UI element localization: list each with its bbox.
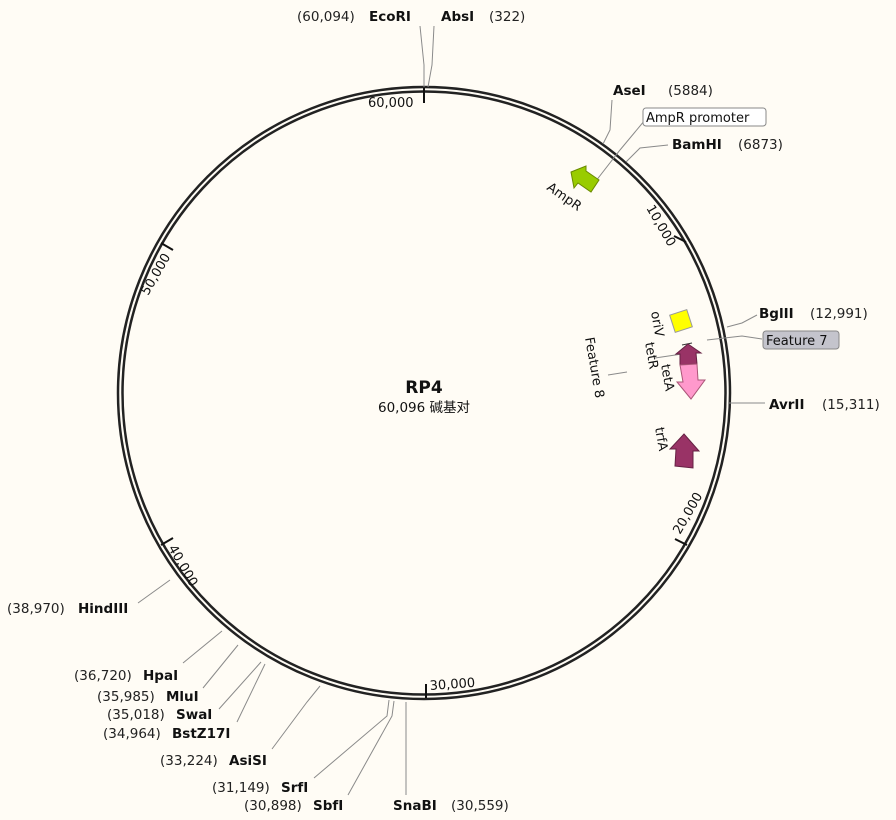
enzyme-name: AvrII	[769, 397, 804, 413]
feature-7[interactable]: Feature 7	[681, 330, 840, 350]
enzyme-name: SnaBI	[393, 798, 437, 814]
enzyme-leaders	[137, 25, 765, 796]
tick-40000	[160, 537, 174, 546]
enzyme-swai[interactable]: (35,018) SwaI	[107, 707, 212, 723]
feature-label: oriV	[647, 310, 666, 338]
feature-8[interactable]: Feature 8	[581, 336, 606, 399]
enzyme-absi[interactable]: AbsI (322)	[441, 9, 525, 25]
trfa-arrow	[668, 433, 701, 469]
enzyme-position: (322)	[489, 9, 525, 25]
tick-20000	[674, 538, 688, 546]
enzyme-name: HpaI	[143, 668, 178, 684]
enzyme-hpai[interactable]: (36,720) HpaI	[74, 668, 178, 684]
ampr-arrow	[570, 165, 600, 193]
enzyme-name: EcoRI	[369, 9, 411, 25]
feature-label: AmpR	[544, 180, 584, 215]
enzyme-name: AbsI	[441, 9, 474, 25]
enzyme-position: (35,018)	[107, 707, 165, 723]
enzyme-snabi[interactable]: SnaBI (30,559)	[393, 798, 509, 814]
enzyme-avrii[interactable]: AvrII (15,311)	[769, 397, 880, 413]
tick-marks	[160, 88, 688, 698]
enzyme-asisi[interactable]: (33,224) AsiSI	[160, 753, 267, 769]
enzyme-position: (38,970)	[7, 601, 65, 617]
enzyme-name: HindIII	[78, 601, 128, 617]
plasmid-length: 60,096 碱基对	[378, 399, 470, 416]
feature-ampr[interactable]: AmpR	[544, 165, 600, 215]
feature-label: Feature 8	[581, 336, 606, 399]
enzyme-name: AseI	[613, 83, 646, 99]
enzyme-position: (35,985)	[97, 689, 155, 705]
feature-teta[interactable]: tetA	[657, 363, 706, 400]
enzyme-position: (34,964)	[103, 726, 161, 742]
feature-label: AmpR promoter	[646, 111, 750, 126]
enzyme-position: (5884)	[668, 83, 713, 99]
enzyme-asei[interactable]: AseI (5884)	[613, 83, 713, 99]
enzyme-name: BstZ17I	[172, 726, 230, 742]
enzyme-position: (31,149)	[212, 780, 270, 796]
enzyme-name: BamHI	[672, 137, 722, 153]
enzyme-name: BglII	[759, 306, 794, 322]
feature-label: trfA	[651, 426, 670, 452]
tetr-arrow	[674, 343, 703, 366]
enzyme-position: (6873)	[738, 137, 783, 153]
enzyme-bamhi[interactable]: BamHI (6873)	[672, 137, 783, 153]
feature-oriv[interactable]: oriV	[647, 309, 693, 339]
enzyme-position: (33,224)	[160, 753, 218, 769]
enzyme-position: (15,311)	[822, 397, 880, 413]
enzyme-bglii[interactable]: BglII (12,991)	[759, 306, 868, 322]
enzyme-name: SbfI	[313, 798, 343, 814]
feature-trfa[interactable]: trfA	[651, 426, 701, 469]
enzyme-srfi[interactable]: (31,149) SrfI	[212, 780, 308, 796]
tick-label-10000: 10,000	[643, 203, 679, 250]
enzyme-position: (36,720)	[74, 668, 132, 684]
tick-label-50000: 50,000	[138, 251, 174, 298]
feature-label: tetR	[641, 341, 661, 370]
feature-tetr[interactable]: tetR	[641, 341, 703, 371]
enzyme-mlui[interactable]: (35,985) MluI	[97, 689, 199, 705]
tick-50000	[160, 242, 174, 251]
oriv-box	[669, 309, 693, 333]
enzyme-name: AsiSI	[229, 753, 267, 769]
feature-label: Feature 7	[766, 334, 828, 349]
tick-label-30000: 30,000	[429, 676, 475, 694]
teta-arrow	[675, 363, 706, 400]
enzyme-position: (30,898)	[244, 798, 302, 814]
tick-10000	[673, 235, 687, 243]
enzyme-position: (60,094)	[297, 9, 355, 25]
enzyme-position: (12,991)	[810, 306, 868, 322]
enzyme-name: SwaI	[176, 707, 212, 723]
enzyme-position: (30,559)	[451, 798, 509, 814]
enzyme-name: MluI	[166, 689, 199, 705]
enzyme-bstz17i[interactable]: (34,964) BstZ17I	[103, 726, 230, 742]
enzyme-sbfi[interactable]: (30,898) SbfI	[244, 798, 343, 814]
enzyme-ecori[interactable]: (60,094) EcoRI	[297, 9, 411, 25]
feature-label: tetA	[657, 363, 676, 392]
enzyme-name: SrfI	[281, 780, 308, 796]
tick-label-60000: 60,000	[368, 96, 414, 111]
plasmid-name: RP4	[405, 378, 443, 398]
enzyme-hindiii[interactable]: (38,970) HindIII	[7, 601, 128, 617]
